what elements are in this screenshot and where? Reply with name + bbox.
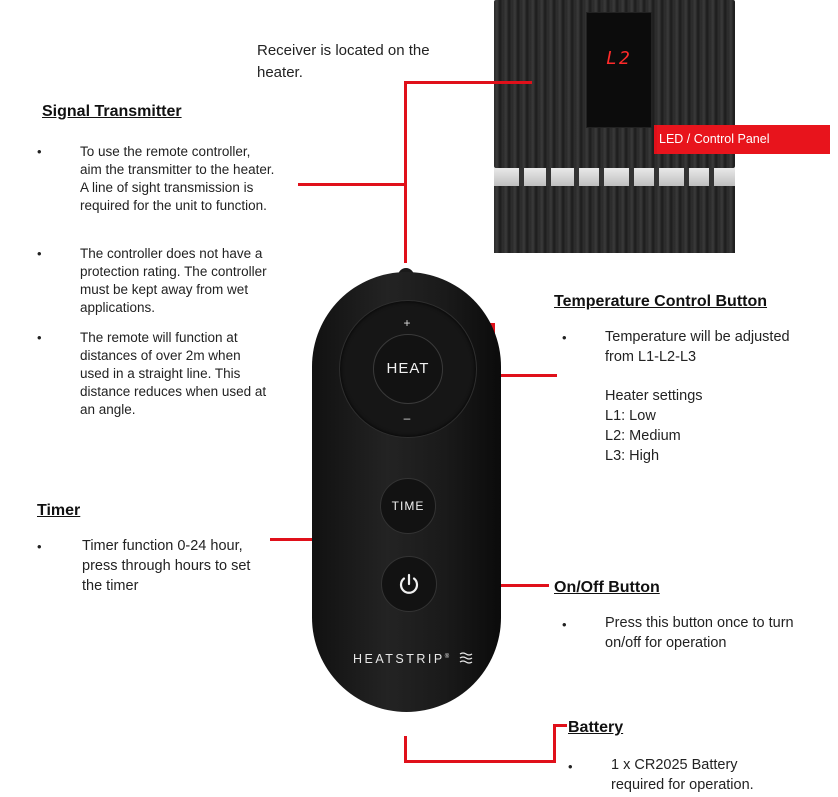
heat-button[interactable]: HEAT	[373, 334, 443, 404]
connector-line	[654, 125, 657, 154]
battery-heading: Battery	[568, 719, 624, 736]
heater-bottom-housing	[494, 186, 735, 253]
bullet-icon: •	[562, 330, 567, 345]
connector-line	[404, 760, 556, 763]
signal-bullet-2: The controller does not have a protectio…	[80, 246, 267, 315]
led-display-panel: L2	[586, 12, 652, 128]
receiver-note: Receiver is located on the heater.	[257, 42, 430, 81]
bullet-icon: •	[562, 617, 567, 632]
bullet-icon: •	[37, 144, 42, 159]
connector-line	[404, 81, 407, 263]
heater-unit-image: L2	[494, 0, 735, 253]
triple-wave-icon	[459, 652, 473, 664]
temperature-down-button[interactable]: –	[403, 411, 411, 425]
connector-line	[492, 374, 557, 377]
heater-setting-l3: L3: High	[605, 448, 660, 464]
bullet-icon: •	[37, 539, 42, 554]
bullet-icon: •	[568, 759, 573, 774]
timer-heading: Timer	[37, 502, 81, 519]
temperature-control-heading: Temperature Control Button	[554, 293, 768, 310]
on-off-heading: On/Off Button	[554, 579, 660, 596]
connector-line	[553, 724, 556, 763]
power-icon	[399, 573, 419, 594]
led-readout: L2	[606, 48, 632, 69]
led-control-panel-label: LED / Control Panel	[654, 125, 830, 154]
signal-transmitter-heading: Signal Transmitter	[42, 103, 182, 120]
brand-name: HEATSTRIP	[353, 652, 445, 666]
brand-logo: HEATSTRIP®	[353, 652, 473, 666]
heater-settings-title: Heater settings	[605, 388, 703, 404]
heater-setting-l1: L1: Low	[605, 408, 656, 424]
power-button[interactable]	[381, 556, 437, 612]
signal-bullet-1: To use the remote controller, aim the tr…	[80, 144, 275, 213]
brand-registered-mark: ®	[444, 653, 450, 660]
connector-line	[404, 81, 532, 84]
on-off-bullet: Press this button once to turn on/off fo…	[605, 615, 794, 651]
time-button[interactable]: TIME	[380, 478, 436, 534]
temperature-bullet: Temperature will be adjusted from L1-L2-…	[605, 329, 790, 365]
bullet-icon: •	[37, 246, 42, 261]
bullet-icon: •	[37, 330, 42, 345]
connector-line	[270, 538, 326, 541]
heater-setting-l2: L2: Medium	[605, 428, 681, 444]
timer-bullet: Timer function 0-24 hour, press through …	[82, 538, 251, 594]
temperature-up-button[interactable]: +	[403, 316, 411, 330]
connector-line	[553, 724, 567, 727]
heater-gap	[494, 168, 735, 186]
connector-line	[298, 183, 406, 186]
battery-bullet: 1 x CR2025 Battery required for operatio…	[611, 757, 754, 793]
connector-line	[404, 736, 407, 763]
signal-bullet-3: The remote will function at distances of…	[80, 330, 267, 417]
